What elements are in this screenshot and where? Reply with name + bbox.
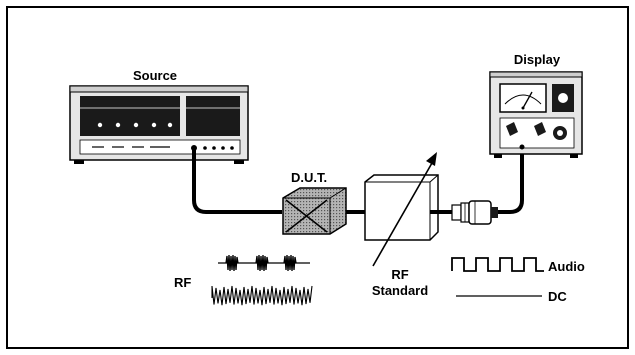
- audio-square-waveform: [451, 257, 544, 272]
- rf-standard-label-line1: RF: [391, 267, 408, 282]
- device-under-test-icon: [282, 187, 347, 235]
- modulated-rf-waveform: [211, 285, 313, 306]
- dc-label: DC: [548, 289, 567, 304]
- source-label: Source: [133, 68, 177, 83]
- dut-label: D.U.T.: [291, 170, 327, 185]
- cable-detector-to-display: [498, 150, 524, 214]
- variable-attenuator-icon: [364, 152, 439, 267]
- display-label: Display: [514, 52, 561, 67]
- rf-signal-label: RF: [174, 275, 191, 290]
- signal-generator-icon: [69, 85, 249, 164]
- pulsed-rf-waveform: [218, 254, 310, 272]
- detector-connector-icon: [451, 200, 498, 225]
- cable-source-to-dut: [192, 150, 282, 214]
- rf-standard-label-line2: Standard: [372, 283, 428, 298]
- diagram-frame: [6, 6, 629, 349]
- meter-icon: [489, 71, 583, 158]
- audio-label: Audio: [548, 259, 585, 274]
